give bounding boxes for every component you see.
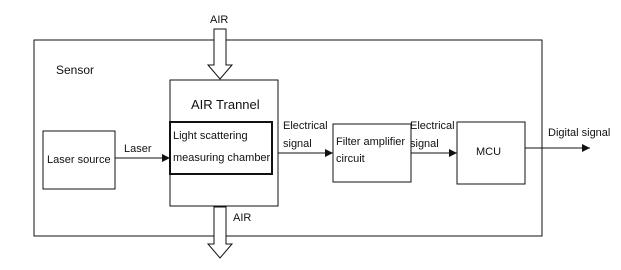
sensor-boundary xyxy=(33,39,543,237)
chamber-label-line2: measuring chamber xyxy=(173,152,271,164)
electrical-signal-1-line1: Electrical xyxy=(283,120,328,132)
filter-label-line1: Filter amplifier xyxy=(336,136,406,148)
digital-signal-label: Digital signal xyxy=(548,127,611,139)
sensor-label: Sensor xyxy=(56,63,95,77)
air-inlet-arrow xyxy=(206,28,234,80)
laser-source-box xyxy=(42,130,116,190)
air-outlet-arrow xyxy=(206,206,234,259)
measuring-chamber-box xyxy=(169,121,273,175)
filter-label-line2: circuit xyxy=(336,153,365,165)
chamber-label-line1: Light scattering xyxy=(173,130,248,142)
electrical-signal-2-line1: Electrical xyxy=(410,120,455,132)
laser-label: Laser xyxy=(124,143,152,155)
electrical-signal-2-line2: signal xyxy=(410,138,439,150)
electrical-signal-1-line2: signal xyxy=(283,138,312,150)
air-outlet-label: AIR xyxy=(233,212,252,224)
mcu-label: MCU xyxy=(476,146,502,158)
air-inlet-label: AIR xyxy=(210,14,229,26)
air-channel-label: AIR Trannel xyxy=(191,97,260,112)
laser-source-label: Laser source xyxy=(47,154,111,166)
